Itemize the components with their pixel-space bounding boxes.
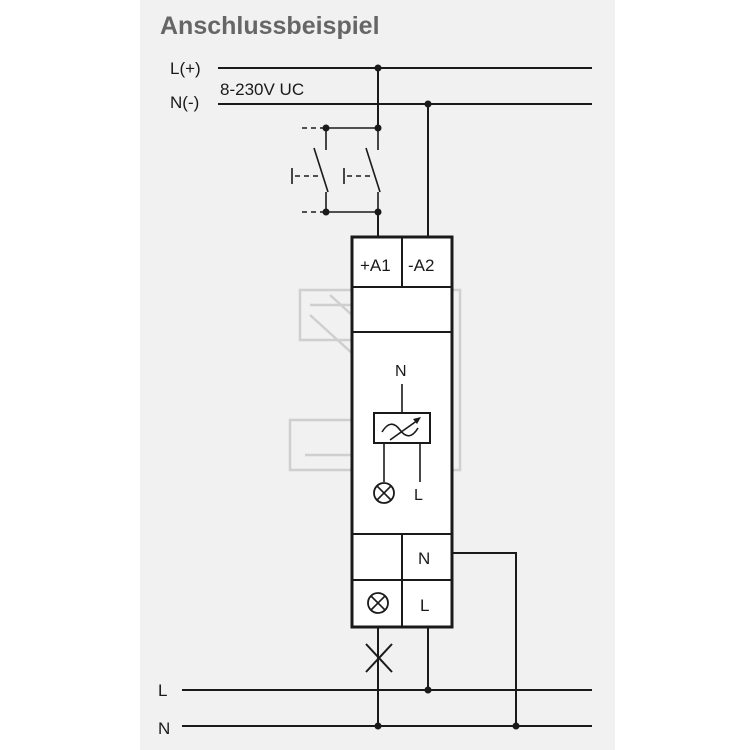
dimmer-wave — [381, 423, 419, 437]
junction-dot — [424, 100, 432, 108]
supply-line-pos-label: L(+) — [170, 59, 201, 78]
terminal-a2-label: -A2 — [408, 256, 434, 275]
mains-line-l-label: L — [158, 681, 167, 700]
load-lamp-icon — [365, 643, 393, 673]
inner-n-label: N — [395, 363, 407, 380]
junction-dot — [374, 64, 382, 72]
terminal-a1-label: +A1 — [360, 256, 391, 275]
lamp-icon — [367, 592, 389, 614]
neutral-return-wire — [452, 552, 517, 726]
terminal-l-label: L — [420, 596, 429, 615]
inner-l-label: L — [414, 487, 423, 504]
dimmer-symbol-icon — [373, 412, 431, 444]
pushbutton-icon — [291, 124, 382, 216]
lamp-icon — [373, 482, 395, 504]
supply-line-neg-label: N(-) — [170, 93, 199, 112]
supply-voltage-label: 8-230V UC — [220, 80, 304, 99]
terminal-n-label: N — [418, 549, 430, 568]
diagram-title: Anschlussbeispiel — [160, 12, 380, 40]
mains-line-n-label: N — [158, 719, 170, 738]
